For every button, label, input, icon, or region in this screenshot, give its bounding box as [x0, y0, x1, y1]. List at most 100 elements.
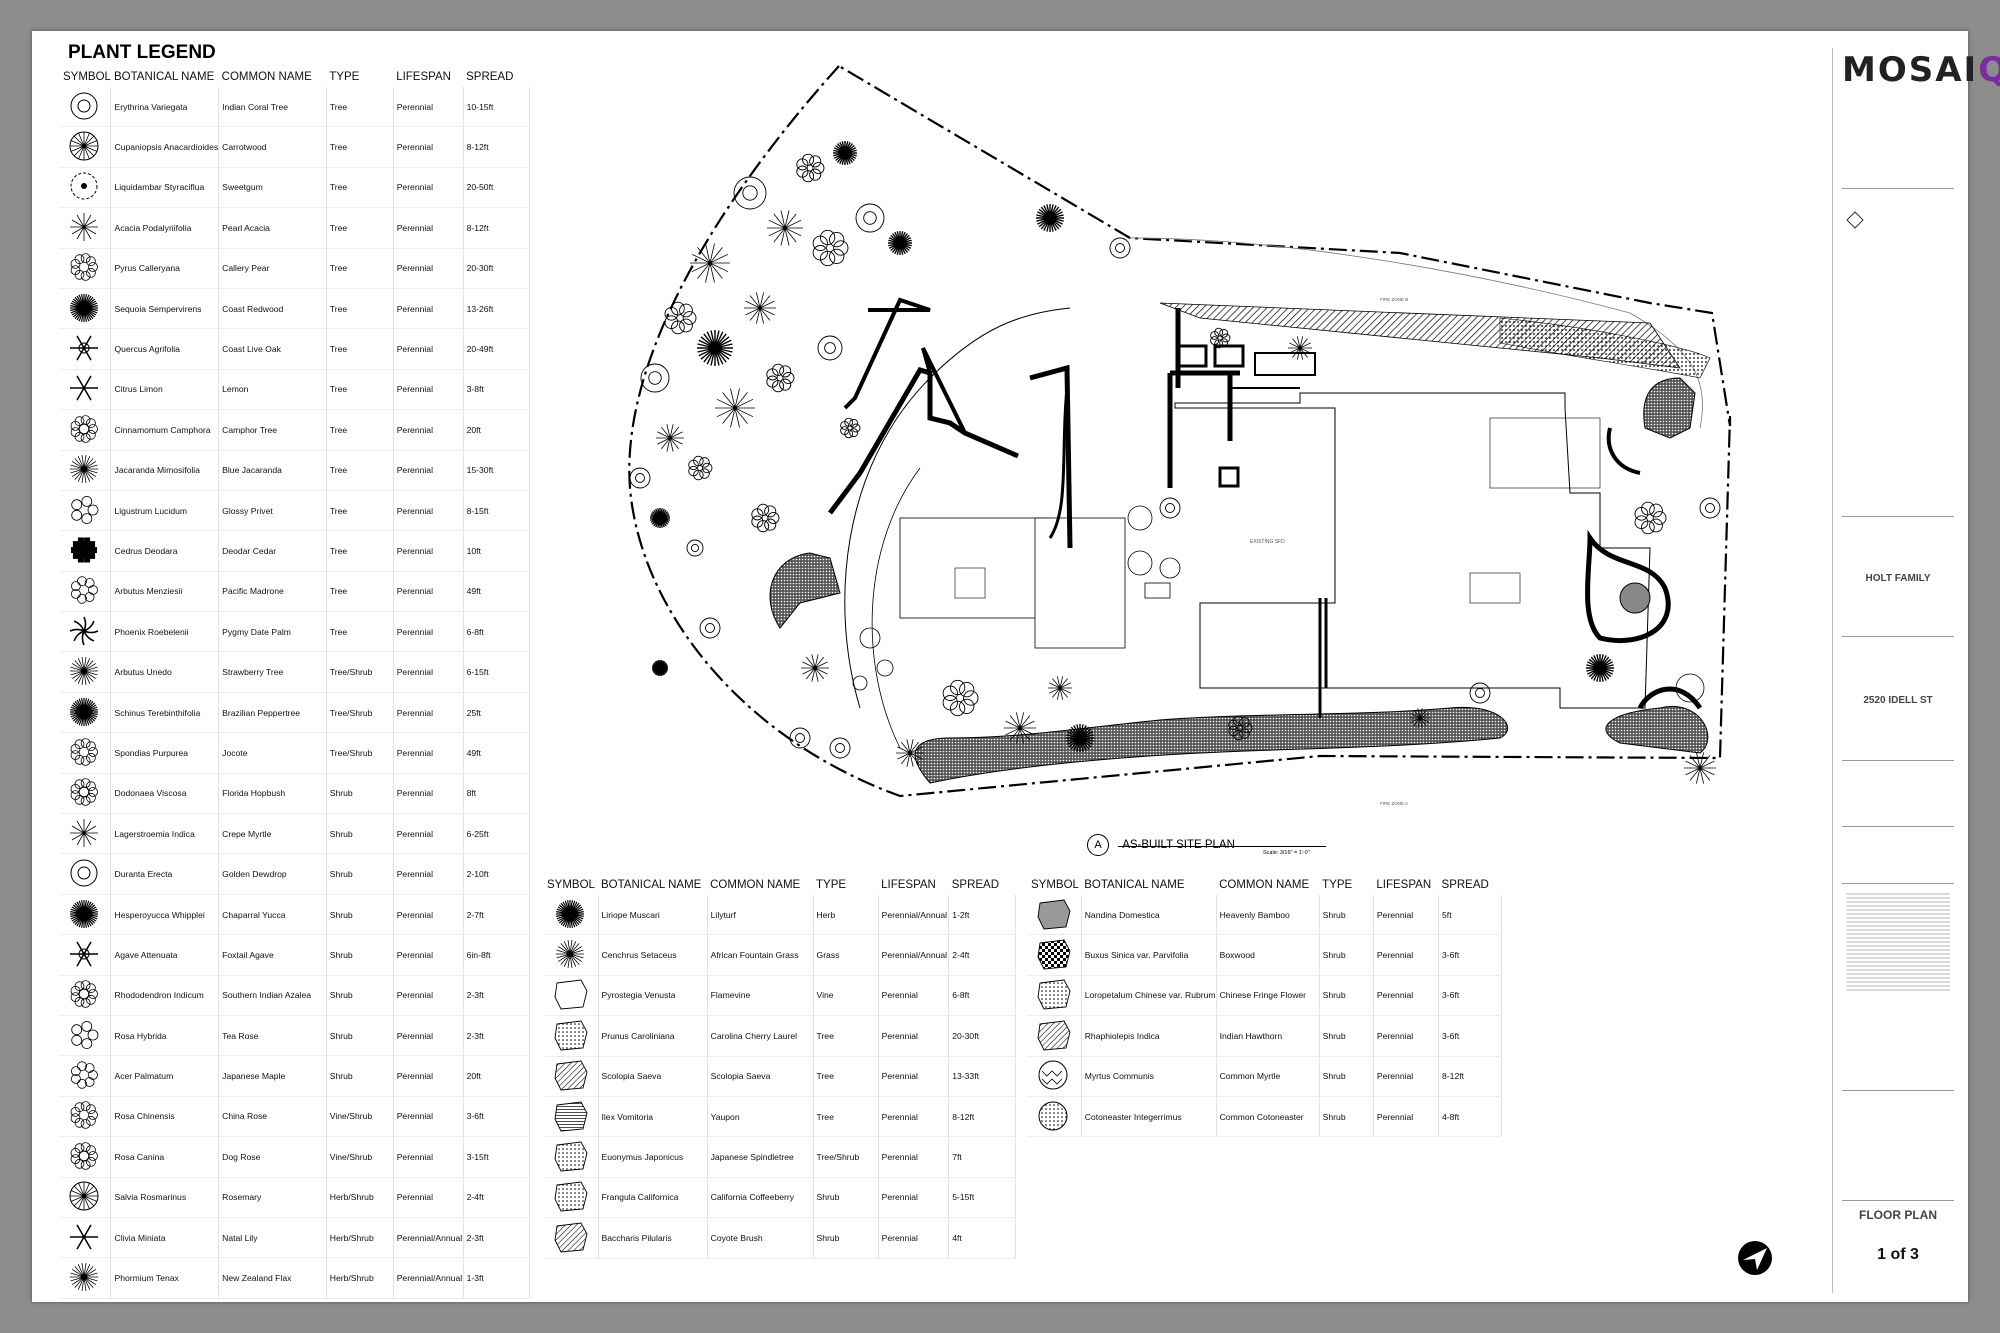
plan-tree-symbol	[796, 153, 825, 183]
common-name: Southern Indian Azalea	[218, 975, 327, 1016]
plan-title-underline	[1118, 846, 1326, 847]
plant-spread: 3-6ft	[1438, 975, 1502, 1017]
plant-symbol-icon	[60, 1055, 112, 1097]
plan-tree-symbol	[1048, 676, 1072, 700]
plant-lifespan: Perennial	[393, 1177, 464, 1218]
plant-spread: 2-4ft	[948, 934, 1016, 976]
plant-symbol-icon	[60, 490, 112, 532]
botanical-name: Dodonaea Viscosa	[110, 773, 220, 815]
plant-spread: 20-50ft	[463, 167, 531, 209]
plant-type: Tree/Shrub	[326, 732, 394, 774]
plant-symbol-icon	[1028, 1056, 1082, 1097]
plant-type: Tree	[326, 328, 394, 370]
plant-lifespan: Perennial	[393, 450, 464, 491]
plant-lifespan: Perennial	[393, 894, 464, 936]
plant-lifespan: Perennial	[393, 167, 464, 209]
plant-lifespan: Perennial	[393, 207, 464, 249]
plant-type: Shrub	[1319, 1096, 1374, 1138]
plant-lifespan: Perennial	[878, 1136, 950, 1178]
plant-symbol-icon	[60, 1015, 112, 1057]
botanical-name: Arbutus Unedo	[110, 651, 220, 693]
plant-spread: 4ft	[948, 1217, 1016, 1259]
plant-symbol-icon	[60, 248, 112, 289]
plan-tree-symbol	[650, 508, 670, 528]
plant-type: Herb	[813, 895, 879, 936]
divider	[1842, 636, 1954, 637]
plant-symbol-icon	[1028, 975, 1082, 1017]
col-symbol: SYMBOL	[63, 71, 111, 83]
botanical-name: Arbutus Menziesii	[110, 571, 220, 613]
company-logo: MOSAIQ	[1842, 50, 2000, 90]
botanical-name: Acer Palmatum	[110, 1055, 220, 1097]
plant-type: Shrub	[326, 1015, 394, 1057]
common-name: Boxwood	[1216, 934, 1320, 976]
common-name: Natal Lily	[218, 1217, 327, 1259]
common-name: China Rose	[218, 1096, 327, 1138]
plant-spread: 15-30ft	[463, 450, 531, 491]
plant-type: Tree	[326, 571, 394, 613]
plant-lifespan: Perennial	[1373, 895, 1440, 936]
plant-type: Tree	[326, 409, 394, 451]
botanical-name: Hesperoyucca Whipplei	[110, 894, 220, 936]
revision-diamond-icon	[1846, 211, 1864, 229]
plant-symbol-icon	[60, 87, 112, 128]
plant-symbol-icon	[60, 1257, 112, 1299]
plant-lifespan: Perennial/Annual	[878, 895, 950, 936]
botanical-name: Rhaphiolepis Indica	[1081, 1015, 1217, 1057]
plant-symbol-icon	[1028, 934, 1082, 976]
plant-spread: 49ft	[463, 732, 531, 774]
plan-label-marker: A	[1087, 834, 1109, 856]
plant-lifespan: Perennial	[878, 975, 950, 1017]
plant-legend-table-groundcover: SYMBOL BOTANICAL NAME COMMON NAME TYPE L…	[544, 877, 1016, 1259]
botanical-name: Pyrus Calleryana	[110, 248, 220, 289]
plant-spread: 3-15ft	[463, 1136, 531, 1178]
svg-text:FIRE ZONE A: FIRE ZONE A	[1380, 801, 1408, 806]
plant-lifespan: Perennial	[1373, 934, 1440, 976]
common-name: California Coffeeberry	[707, 1177, 814, 1219]
botanical-name: Rosa Canina	[110, 1136, 220, 1178]
plant-symbol-icon	[60, 288, 112, 330]
plant-type: Tree	[813, 1015, 879, 1057]
col-common: COMMON NAME	[221, 71, 312, 83]
plant-type: Tree/Shrub	[326, 651, 394, 693]
plant-spread: 8-12ft	[463, 126, 531, 168]
botanical-name: Ilex Vomitoria	[598, 1096, 708, 1138]
plant-spread: 2-3ft	[463, 1015, 531, 1057]
botanical-name: Acacia Podalyriifolia	[110, 207, 220, 249]
plant-spread: 2-3ft	[463, 975, 531, 1016]
common-name: Deodar Cedar	[218, 530, 327, 572]
common-name: Glossy Privet	[218, 490, 327, 532]
plant-type: Shrub	[326, 975, 394, 1016]
common-name: Common Cotoneaster	[1216, 1096, 1320, 1138]
col-symbol: SYMBOL	[547, 879, 595, 891]
common-name: Coyote Brush	[707, 1217, 814, 1259]
common-name: Yaupon	[707, 1096, 814, 1138]
plant-lifespan: Perennial	[393, 490, 464, 532]
common-name: Lemon	[218, 369, 327, 411]
plant-spread: 6-15ft	[463, 651, 531, 693]
plant-spread: 20ft	[463, 409, 531, 451]
plant-type: Grass	[813, 934, 879, 976]
botanical-name: Cinnamomum Camphora	[110, 409, 220, 451]
plan-tree-symbol	[664, 301, 697, 335]
botanical-name: Baccharis Pilularis	[598, 1217, 708, 1259]
client-name: HOLT FAMILY	[1865, 573, 1931, 584]
common-name: Florida Hopbush	[218, 773, 327, 815]
plant-type: Tree	[326, 369, 394, 411]
plan-tree-symbol	[1684, 752, 1716, 784]
common-name: Pearl Acacia	[218, 207, 327, 249]
